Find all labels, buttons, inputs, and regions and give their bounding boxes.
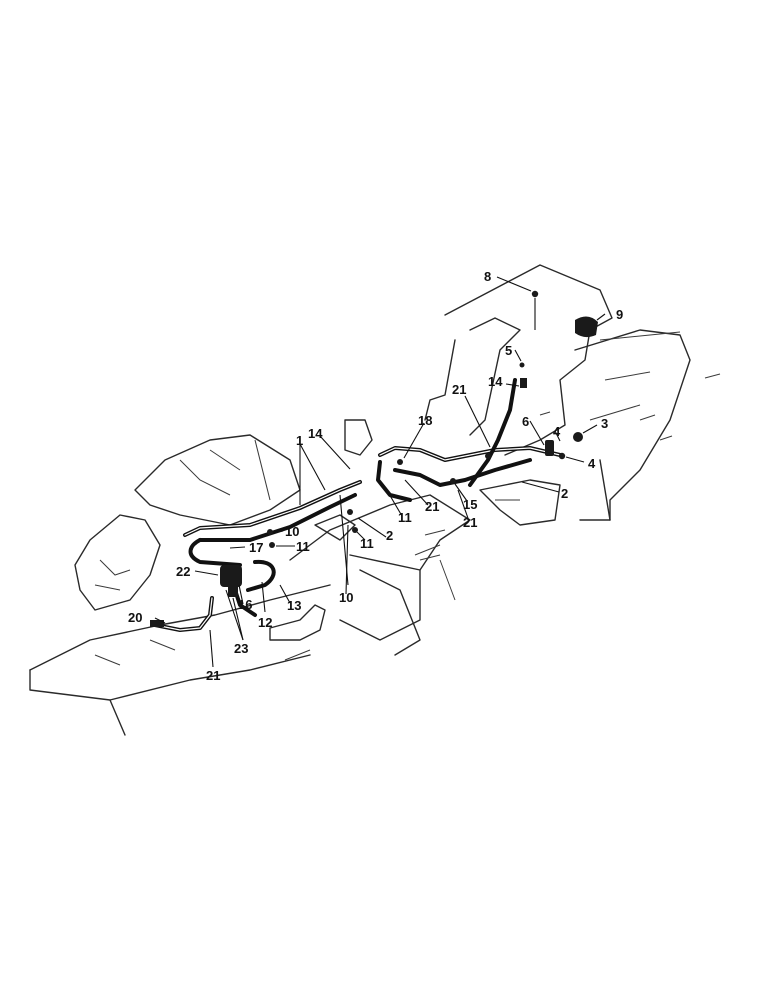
- callout-2-right: 2: [561, 486, 568, 501]
- callout-21-lower: 21: [206, 668, 220, 683]
- fitting-4-icon: [558, 452, 566, 460]
- callout-10-upper: 10: [285, 524, 299, 539]
- callout-23: 23: [234, 641, 248, 656]
- callout-21-center: 21: [425, 499, 439, 514]
- callout-16: 16: [238, 597, 252, 612]
- callout-12: 12: [258, 615, 272, 630]
- callout-21-right: 21: [463, 515, 477, 530]
- hose-end-14-icon: [520, 378, 527, 388]
- callout-13: 13: [287, 598, 301, 613]
- callout-9: 9: [616, 307, 623, 322]
- callout-21-upper: 21: [452, 382, 466, 397]
- callout-3: 3: [601, 416, 608, 431]
- callout-10-lower: 10: [339, 590, 353, 605]
- callout-20: 20: [128, 610, 142, 625]
- callout-4-lower: 4: [588, 456, 596, 471]
- fitting-15-icon: [450, 478, 456, 484]
- callout-1: 1: [296, 433, 303, 448]
- callout-11-upper: 11: [398, 510, 412, 525]
- cap-9-icon: [575, 316, 598, 338]
- callout-2-center: 2: [386, 528, 393, 543]
- fitting-11-icon: [269, 542, 275, 548]
- callout-11-left: 11: [296, 539, 310, 554]
- hose-end-20-icon: [150, 620, 164, 627]
- callout-15: 15: [463, 497, 477, 512]
- fitting-18-icon: [397, 459, 403, 465]
- callout-18: 18: [418, 413, 432, 428]
- callout-14-left: 14: [308, 426, 323, 441]
- filter-22-icon: [220, 565, 242, 587]
- callout-11-center: 11: [360, 536, 374, 551]
- callout-5: 5: [505, 343, 512, 358]
- callout-14-upper: 14: [488, 374, 503, 389]
- fitting-8-icon: [531, 290, 539, 298]
- valve-6-icon: [545, 440, 554, 456]
- fitting-21-icon: [485, 453, 491, 459]
- fitting-11b-icon: [352, 527, 358, 533]
- callout-4-upper: 4: [553, 424, 561, 439]
- leader-lines: [154, 276, 606, 668]
- machine-frame-outline: [29, 264, 721, 736]
- filter-base-23-icon: [228, 585, 238, 597]
- coupler-3-icon: [573, 432, 583, 442]
- callout-17: 17: [249, 540, 263, 555]
- hydraulic-hoses: [153, 378, 562, 632]
- callout-6: 6: [522, 414, 529, 429]
- callout-labels: 8 9 5 14 21 18 3 6 4 4 2 14 1 15 21 21 1…: [128, 269, 623, 683]
- fitting-5-icon: [519, 362, 525, 368]
- fitting-10-icon: [267, 529, 273, 535]
- callout-8: 8: [484, 269, 491, 284]
- fitting-10b-icon: [347, 509, 353, 515]
- callout-22: 22: [176, 564, 190, 579]
